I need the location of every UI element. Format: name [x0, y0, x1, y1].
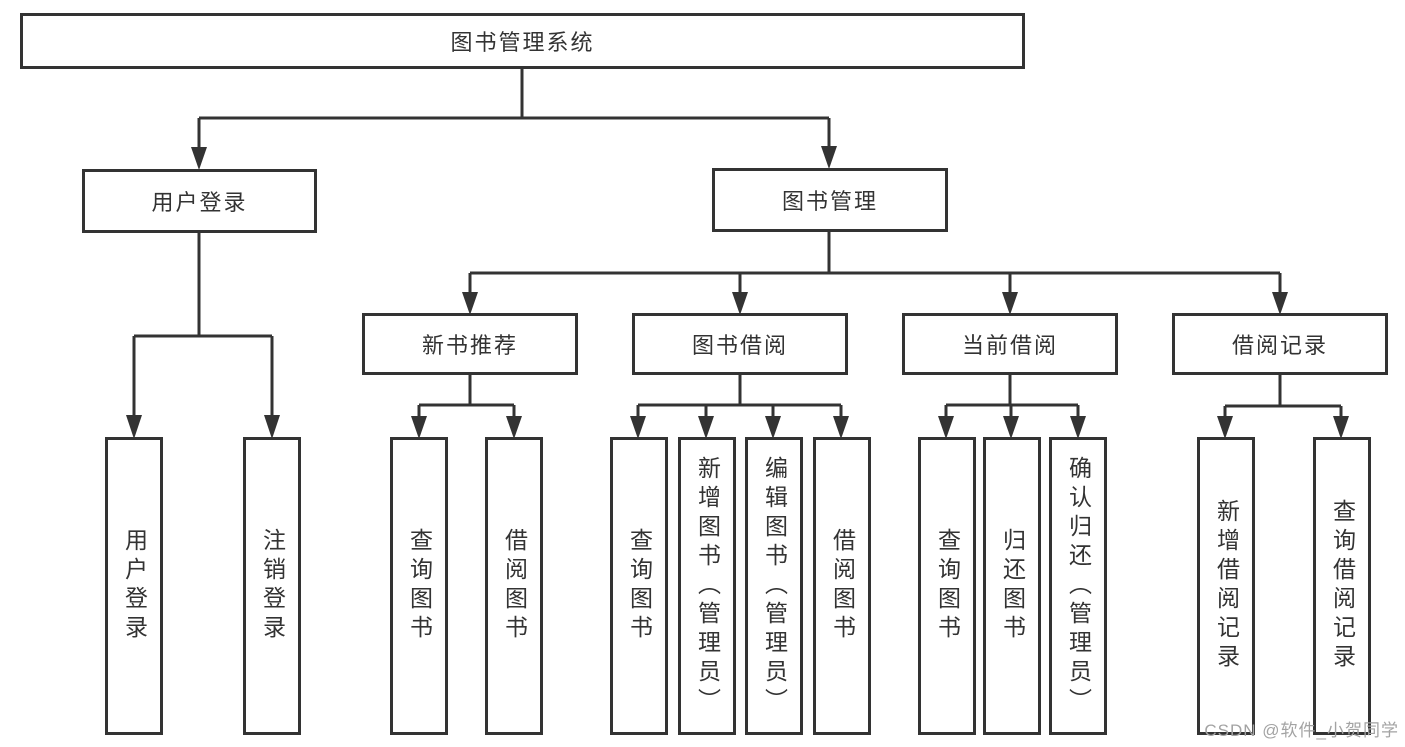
node-label: 新书推荐 — [421, 333, 518, 358]
leaf-add-book-admin: 新增图书（管理员） — [678, 437, 736, 735]
node-label: 图书管理系统 — [450, 30, 595, 55]
node-new-book-recommend: 新书推荐 — [362, 313, 578, 375]
leaf-borrow-books-recommend: 借阅图书 — [485, 437, 543, 735]
node-label: 借阅记录 — [1231, 333, 1328, 358]
leaf-label: 注销登录 — [259, 528, 286, 644]
leaf-label: 确认归还（管理员） — [1065, 455, 1092, 717]
leaf-query-borrow-record: 查询借阅记录 — [1313, 437, 1371, 735]
leaf-label: 借阅图书 — [829, 528, 856, 644]
node-user-login: 用户登录 — [82, 169, 317, 233]
node-book-borrow: 图书借阅 — [632, 313, 848, 375]
leaf-label: 查询图书 — [626, 528, 653, 644]
leaf-query-books-current: 查询图书 — [918, 437, 976, 735]
leaf-label: 查询借阅记录 — [1329, 499, 1356, 673]
arrowheads — [126, 146, 1349, 439]
leaf-label: 查询图书 — [934, 528, 961, 644]
leaf-label: 编辑图书（管理员） — [761, 455, 788, 717]
leaf-query-books-recommend: 查询图书 — [390, 437, 448, 735]
leaf-logout-login: 注销登录 — [243, 437, 301, 735]
node-library-system: 图书管理系统 — [20, 13, 1025, 69]
leaf-query-books-borrow: 查询图书 — [610, 437, 668, 735]
leaf-return-books: 归还图书 — [983, 437, 1041, 735]
leaf-label: 新增图书（管理员） — [694, 455, 721, 717]
leaf-label: 用户登录 — [121, 528, 148, 644]
leaf-edit-book-admin: 编辑图书（管理员） — [745, 437, 803, 735]
node-label: 图书借阅 — [691, 333, 788, 358]
watermark-text: CSDN @软件_小贺同学 — [1204, 721, 1399, 740]
leaf-label: 新增借阅记录 — [1213, 499, 1240, 673]
node-book-management: 图书管理 — [712, 168, 948, 232]
leaf-label: 借阅图书 — [501, 528, 528, 644]
node-label: 当前借阅 — [961, 333, 1058, 358]
leaf-label: 归还图书 — [999, 528, 1026, 644]
node-label: 用户登录 — [151, 190, 248, 215]
leaf-label: 查询图书 — [406, 528, 433, 644]
leaf-borrow-books: 借阅图书 — [813, 437, 871, 735]
node-borrow-records: 借阅记录 — [1172, 313, 1388, 375]
leaf-user-login: 用户登录 — [105, 437, 163, 735]
node-label: 图书管理 — [781, 189, 878, 214]
node-current-borrow: 当前借阅 — [902, 313, 1118, 375]
leaf-confirm-return-admin: 确认归还（管理员） — [1049, 437, 1107, 735]
leaf-add-borrow-record: 新增借阅记录 — [1197, 437, 1255, 735]
